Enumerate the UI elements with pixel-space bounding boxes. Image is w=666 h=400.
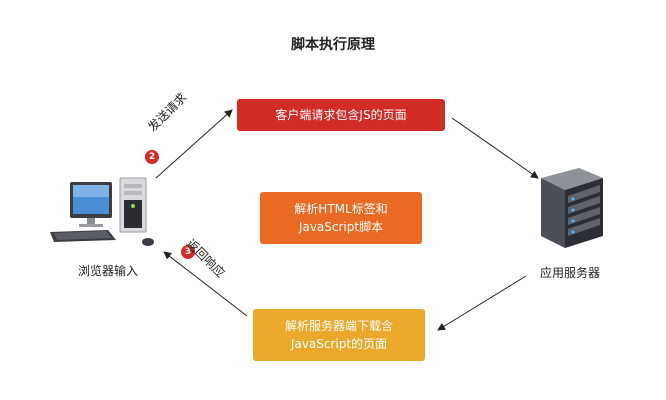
page-title: 脚本执行原理 xyxy=(291,37,375,53)
download-page-box: 解析服务器端下载含 JavaScript的页面 xyxy=(253,309,425,361)
request-page-text: 客户端请求包含JS的页面 xyxy=(275,108,407,122)
send-request-arrow xyxy=(155,109,233,179)
request-page-box: 客户端请求包含JS的页面 xyxy=(237,99,445,131)
server-rack-icon xyxy=(541,168,603,248)
step-2-badge: 2 xyxy=(145,150,159,164)
desktop-computer-icon xyxy=(50,177,154,246)
parse-html-line1: 解析HTML标签和 xyxy=(294,202,388,216)
server-label: 应用服务器 xyxy=(539,266,600,280)
parse-html-box: 解析HTML标签和 JavaScript脚本 xyxy=(260,192,422,244)
download-page-line2: JavaScript的页面 xyxy=(290,337,388,351)
step-3-badge: 3 xyxy=(181,245,195,259)
return-response-arrow xyxy=(163,251,248,317)
parse-html-line2: JavaScript脚本 xyxy=(298,220,384,234)
download-page-line1: 解析服务器端下载含 xyxy=(284,319,393,333)
browser-label: 浏览器输入 xyxy=(77,264,138,278)
to-server-arrow xyxy=(451,117,539,179)
server-response-arrow xyxy=(437,275,527,331)
